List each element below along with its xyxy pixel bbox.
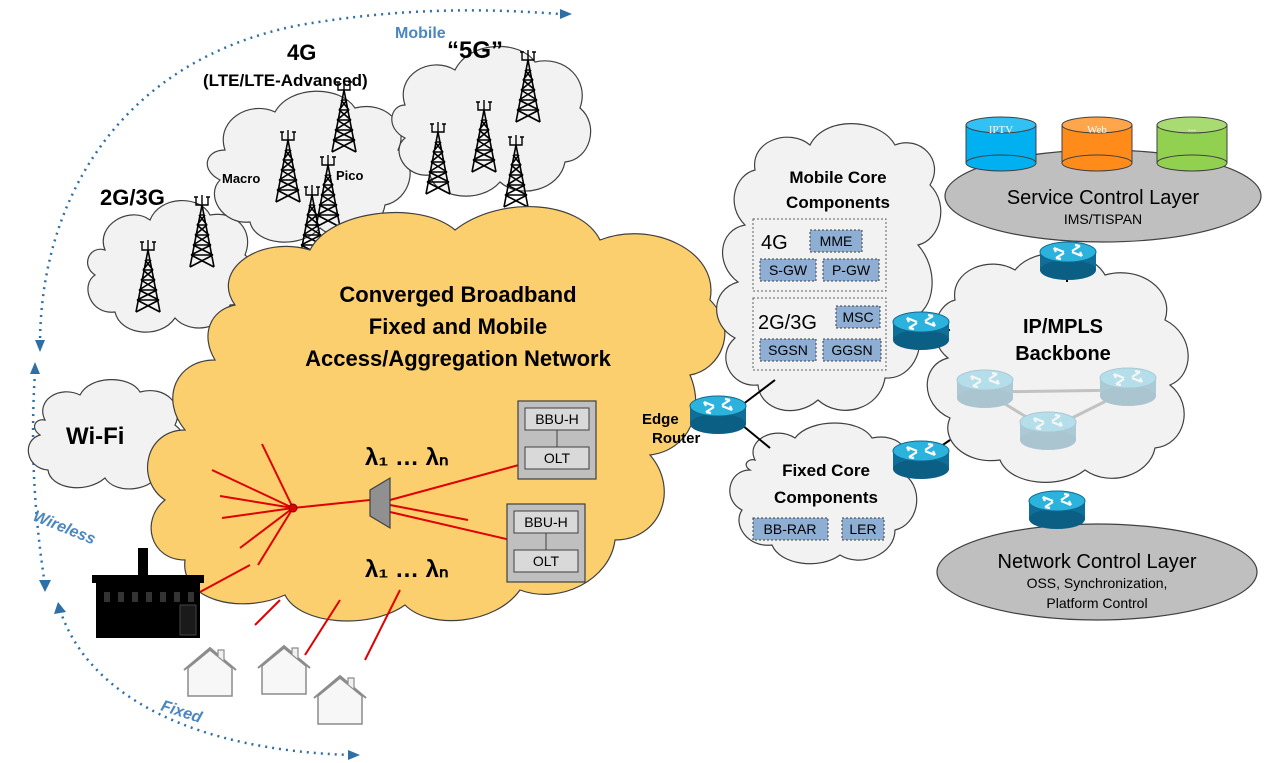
- mc-2g3g-label: 2G/3G: [758, 312, 817, 334]
- service-layer-title: Service Control Layer: [1007, 187, 1200, 209]
- mobile-arrow-end: [560, 9, 572, 19]
- fixed-core-title-2: Components: [774, 488, 878, 507]
- label-wifi: Wi-Fi: [66, 423, 124, 450]
- ler-label: LER: [849, 521, 876, 537]
- mobile-label: Mobile: [395, 25, 446, 42]
- cloud-5g: [391, 45, 592, 197]
- fixed-core-title-1: Fixed Core: [782, 461, 870, 480]
- edge-router-label-2: Router: [652, 430, 700, 447]
- label-pico: Pico: [336, 168, 364, 183]
- fixed-arrow-top: [54, 602, 66, 614]
- wireless-label: Wireless: [31, 508, 98, 548]
- service-iptv: IPTV: [965, 116, 1037, 172]
- label-macro: Macro: [222, 171, 260, 186]
- service-more: ...: [1156, 116, 1228, 172]
- mme-label: MME: [820, 233, 853, 249]
- service-layer-router: [1038, 240, 1098, 282]
- ggsn-box: [822, 338, 882, 362]
- backbone-inner-routers: [955, 366, 1158, 452]
- ggsn-label: GGSN: [831, 342, 872, 358]
- wireless-arrow-top: [30, 362, 40, 374]
- fixed-label: Fixed: [159, 698, 205, 727]
- house-3: [313, 675, 367, 725]
- network-layer-title: Network Control Layer: [998, 551, 1197, 573]
- lambda-bottom: λ₁ … λₙ: [365, 556, 449, 583]
- olt-bottom-label: OLT: [533, 553, 560, 569]
- fixed-arrow-bottom: [348, 750, 360, 760]
- converged-title-2: Fixed and Mobile: [369, 314, 547, 339]
- msc-label: MSC: [842, 309, 873, 325]
- bbrar-label: BB-RAR: [764, 521, 817, 537]
- pgw-label: P-GW: [832, 262, 871, 278]
- pgw-box: [822, 258, 880, 282]
- mc-4g-group: [752, 218, 887, 292]
- wireless-arc: [31, 371, 47, 586]
- fiber-network: [199, 443, 531, 661]
- enterprise-building: [92, 548, 204, 638]
- backbone-title-1: IP/MPLS: [1023, 316, 1103, 338]
- edge-router: [688, 394, 748, 436]
- bbu-bottom-label: BBU-H: [524, 514, 568, 530]
- mobile-core-router: [891, 310, 951, 352]
- awg-mux: [369, 476, 391, 530]
- cloud-2g3g: [87, 200, 257, 333]
- mc-2g3g-group: [752, 297, 887, 371]
- sgsn-box: [759, 338, 817, 362]
- lambda-top: λ₁ … λₙ: [365, 444, 449, 471]
- sgw-box: [759, 258, 817, 282]
- cloud-4g: [206, 90, 411, 243]
- network-layer-sub-2: Platform Control: [1046, 595, 1147, 611]
- fixed-arc: [58, 609, 351, 757]
- svg-text:Web: Web: [1087, 124, 1107, 136]
- mobile-core-title-1: Mobile Core: [789, 168, 886, 187]
- bbu-olt-bottom: BBU-H OLT: [506, 503, 586, 583]
- msc-box: [835, 305, 881, 329]
- service-layer-sub: IMS/TISPAN: [1064, 211, 1142, 227]
- converged-title-1: Converged Broadband: [339, 282, 576, 307]
- edge-router-label-1: Edge: [642, 411, 679, 428]
- label-4g: 4G: [287, 40, 316, 65]
- wireless-arrow-bottom: [39, 580, 51, 592]
- label-5g: “5G”: [447, 37, 503, 64]
- house-1: [183, 647, 237, 697]
- mobile-core-title-2: Components: [786, 193, 890, 212]
- label-2g3g: 2G/3G: [100, 185, 165, 210]
- service-web: Web: [1061, 116, 1133, 172]
- splitter-node: [288, 503, 298, 513]
- mc-4g-label: 4G: [761, 232, 788, 254]
- fixed-core-router: [891, 439, 951, 481]
- network-layer-sub-1: OSS, Synchronization,: [1027, 575, 1168, 591]
- bbu-top-label: BBU-H: [535, 411, 579, 427]
- converged-title-3: Access/Aggregation Network: [305, 346, 611, 371]
- network-layer-router: [1027, 489, 1087, 531]
- svg-text:...: ...: [1188, 122, 1197, 134]
- sgsn-label: SGSN: [768, 342, 808, 358]
- bbrar-box: [752, 517, 829, 541]
- mme-box: [809, 229, 863, 253]
- ler-box: [841, 517, 885, 541]
- network-control-layer: [936, 523, 1258, 621]
- house-2: [257, 645, 311, 695]
- olt-top-label: OLT: [544, 450, 571, 466]
- mobile-arrow-start: [35, 340, 45, 352]
- label-4g-sub: (LTE/LTE-Advanced): [203, 71, 368, 90]
- backbone-title-2: Backbone: [1015, 343, 1111, 365]
- svg-text:IPTV: IPTV: [989, 124, 1014, 136]
- sgw-label: S-GW: [769, 262, 808, 278]
- bbu-olt-top: BBU-H OLT: [517, 400, 597, 480]
